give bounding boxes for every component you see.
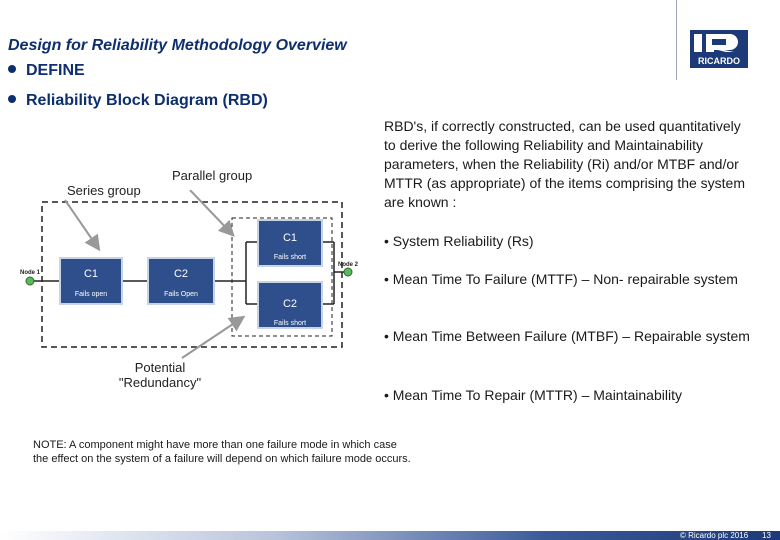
bullet-mttr: • Mean Time To Repair (MTTR) – Maintaina… (384, 387, 682, 403)
node-1-icon (25, 276, 35, 286)
bullet-define: DEFINE (8, 62, 85, 80)
footer-page-number: 13 (762, 531, 771, 540)
note-text: NOTE: A component might have more than o… (33, 439, 411, 465)
block-c2-parallel-name: C2 (283, 298, 297, 310)
block-c2-series-name: C2 (174, 268, 188, 280)
parallel-group-label: Parallel group (172, 168, 253, 183)
block-c2-series: C2 Fails Open (147, 257, 215, 305)
redundancy-label-line2: "Redundancy" (118, 375, 202, 390)
redundancy-label-line1: Potential (134, 360, 186, 375)
system-boundary (41, 201, 343, 348)
redundancy-pointer-arrow (181, 315, 246, 359)
logo-text: RICARDO (698, 56, 740, 66)
bullet-dot-icon (8, 64, 16, 73)
rbd-intro-text: RBD's, if correctly constructed, can be … (384, 118, 746, 210)
block-c1-series-name: C1 (84, 268, 98, 280)
series-group-label: Series group (67, 183, 141, 198)
block-c2-series-mode: Fails Open (164, 291, 198, 298)
bullet-system-reliability: • System Reliability (Rs) (384, 233, 534, 249)
parallel-pointer-arrow (189, 190, 235, 237)
redundancy-label: Potential "Redundancy" (115, 360, 205, 390)
ricardo-logo: RICARDO (690, 30, 748, 68)
footer-bar (0, 531, 780, 540)
bullet-define-label: DEFINE (26, 62, 85, 79)
block-c1-parallel: C1 Fails short (257, 219, 323, 267)
bullet-mttf: • Mean Time To Failure (MTTF) – Non- rep… (384, 271, 738, 287)
block-c2-parallel: C2 Fails short (257, 281, 323, 329)
slide-title: Design for Reliability Methodology Overv… (8, 37, 347, 54)
bullet-mtbf: • Mean Time Between Failure (MTBF) – Rep… (384, 328, 750, 344)
logo-divider (676, 0, 677, 80)
block-c2-parallel-mode: Fails short (274, 320, 306, 327)
series-pointer-arrow (64, 199, 101, 252)
node-1-label: Node 1 (20, 270, 41, 276)
bullet-rbd-label: Reliability Block Diagram (RBD) (26, 92, 268, 109)
bullet-dot-icon (8, 94, 16, 103)
block-c1-series-mode: Fails open (75, 291, 107, 298)
bullet-rbd: Reliability Block Diagram (RBD) (8, 92, 268, 110)
rbd-diagram: Node 1 Node 2 C1 Fails open C2 Fails Ope… (20, 190, 359, 359)
footer-copyright: © Ricardo plc 2016 (680, 531, 749, 540)
node-2-label: Node 2 (338, 262, 359, 268)
node-2-icon (343, 267, 353, 277)
parallel-boundary (231, 217, 333, 337)
block-c1-series: C1 Fails open (59, 257, 123, 305)
block-c1-parallel-mode: Fails short (274, 254, 306, 261)
block-c1-parallel-name: C1 (283, 232, 297, 244)
